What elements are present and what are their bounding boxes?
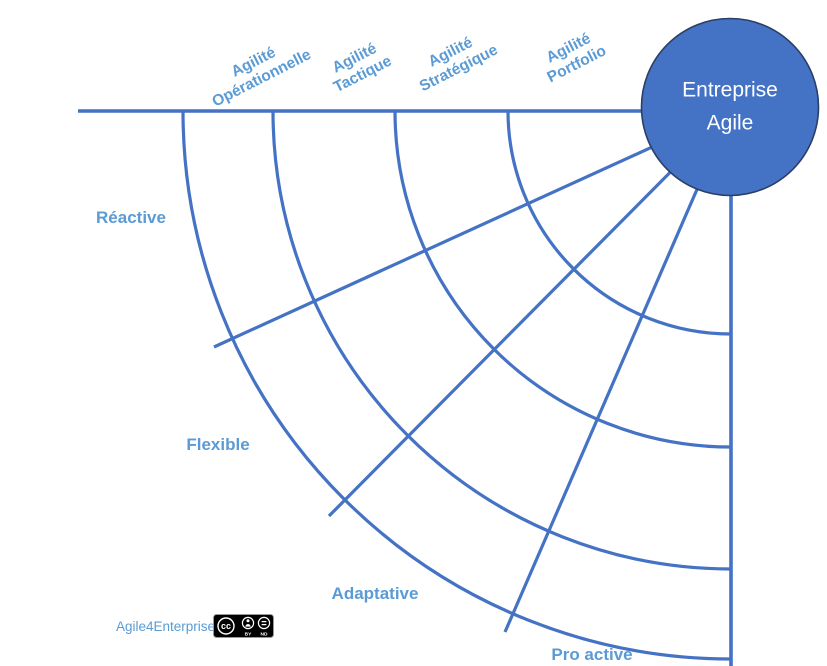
enterprise-agile-line2: Agile xyxy=(706,111,754,134)
arc-strategique xyxy=(271,110,732,571)
cc-logo-icon xyxy=(217,617,235,635)
spoke-reactive-flexible xyxy=(213,109,732,349)
enterprise-agile-line1: Entreprise xyxy=(682,78,778,102)
credit-text: Agile4Enterprise xyxy=(116,619,216,634)
level-label-flexible: Flexible xyxy=(186,435,250,454)
enterprise-agile-label: Entreprise Agile xyxy=(682,74,778,139)
enterprise-agile-circle xyxy=(640,17,820,197)
spoke-adaptative-proactive xyxy=(503,110,733,633)
arc-portfolio-outer xyxy=(181,110,732,661)
cc-by-person-body xyxy=(245,624,251,627)
cc-by-person-head xyxy=(246,619,250,623)
cc-logo-text: cc xyxy=(221,621,231,631)
cc-nd-icon xyxy=(257,616,271,630)
cc-by-icon xyxy=(241,616,255,630)
cc-nd-caption: ND xyxy=(261,632,268,638)
level-label-reactive: Réactive xyxy=(96,208,166,227)
spoke-flexible-adaptative xyxy=(327,109,733,518)
level-label-proactive: Pro active xyxy=(551,645,633,664)
cc-by-nd-badge: cc BY ND xyxy=(213,614,274,638)
cc-by-caption: BY xyxy=(245,632,252,638)
level-label-adaptative: Adaptative xyxy=(331,584,419,603)
